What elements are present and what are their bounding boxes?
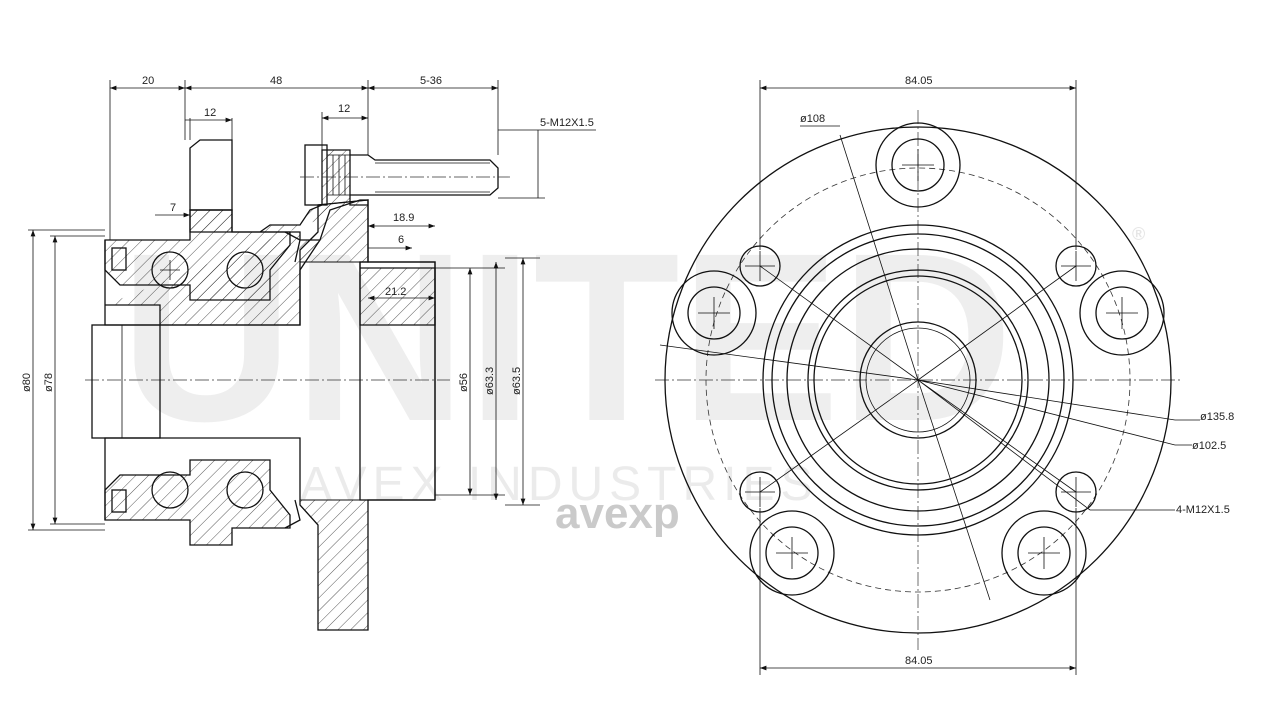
ball-upper-outer [226,251,264,289]
dim-flange-dia: ø135.8 [1200,411,1234,423]
dim-spigot-step: 6 [398,234,404,246]
dim-flange-offset: 20 [142,75,154,87]
dim-width-top: 84.05 [905,75,933,87]
front-dimensions: 84.05 84.05 ø108 ø135.8 ø102.5 4-M12X1.5 [759,75,1234,675]
side-section-view: 20 48 5-36 12 12 5-M12X1.5 7 18.9 6 [21,75,596,631]
seal-upper [111,247,127,271]
dim-spigot-length: 18.9 [393,212,414,224]
bore-circle [859,321,977,439]
dim-stud-thread: 5-M12X1.5 [540,117,594,129]
lug-upper [189,139,233,211]
dim-spigot-dia-1: ø63.3 [484,367,496,395]
hub-hatch-lower [160,437,369,631]
seal-clip-lower [284,499,301,529]
hub-circle-5 [813,275,1023,485]
dim-spigot-depth: 21.2 [385,286,406,298]
dim-seal-gap: 7 [170,202,176,214]
hub-circle-4 [807,269,1029,491]
dim-width-bottom: 84.05 [905,655,933,667]
dim-hub-length: 48 [270,75,282,87]
hub-hatch-mid-upper [160,199,369,326]
watermark-registered: ® [1132,224,1145,244]
spigot [359,261,436,501]
ball-upper-inner [151,251,189,289]
dim-bore-dia: ø56 [458,373,470,392]
front-view: 84.05 84.05 ø108 ø135.8 ø102.5 4-M12X1.5 [655,75,1234,675]
stud-knurl [327,154,351,196]
dim-spigot-dia-2: ø63.5 [511,367,523,395]
hub-circle-outer [762,224,1074,536]
dim-hub-dia: ø102.5 [1192,440,1226,452]
bore-step [121,324,161,439]
bore-circle-inner [865,327,971,433]
dim-outer-dia-2: ø78 [43,373,55,392]
stud-shank [350,154,499,196]
dim-flange-width: 12 [338,103,350,115]
dim-outer-dia-1: ø80 [21,373,33,392]
stud-holes [671,122,1165,596]
dim-stud-label: 5-36 [420,75,442,87]
seal-clip-upper [284,231,301,263]
ball-lower-inner [151,471,189,509]
seal-lower [111,489,127,513]
ball-lower-outer [226,471,264,509]
dim-inner-width: 12 [204,107,216,119]
dim-mount-thread: 4-M12X1.5 [1176,504,1230,516]
watermark-company: AVEX INDUSTRIES [300,458,819,511]
stud-head [304,144,328,206]
pcd-circle [705,167,1131,593]
hub-circle-3 [786,248,1050,512]
hub-circle-2 [771,233,1065,527]
radial-lines [659,134,1176,601]
flange-outer-circle [664,126,1172,634]
dim-pcd: ø108 [800,113,825,125]
watermark-overlay: аvеxр [555,489,680,538]
outer-race-lower [104,459,291,546]
side-dimensions: 20 48 5-36 12 12 5-M12X1.5 7 18.9 6 [21,75,596,531]
